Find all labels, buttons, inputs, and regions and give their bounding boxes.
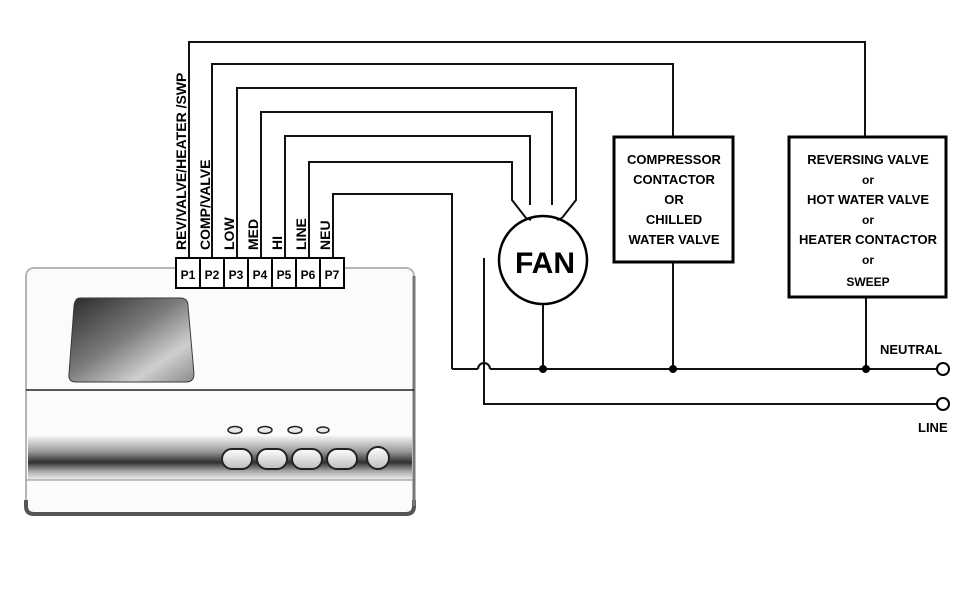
- lcd-screen: [68, 297, 195, 383]
- indicator-led: [227, 425, 243, 435]
- line-bus: [483, 258, 936, 405]
- compressor-line-4: CHILLED: [646, 212, 702, 227]
- junction-dot: [862, 365, 870, 373]
- wire-p6-line: [308, 161, 527, 258]
- line-label: LINE: [918, 420, 948, 435]
- indicator-led: [316, 426, 330, 434]
- terminal-labels: REV/VALVE/HEATER /SWP COMP/VALVE LOW MED…: [173, 73, 333, 250]
- reversing-box-frame: [787, 135, 948, 299]
- power-button: [366, 446, 390, 470]
- control-button: [221, 448, 253, 470]
- compressor-line-2: CONTACTOR: [633, 172, 715, 187]
- label-rev-valve-heater-swp: REV/VALVE/HEATER /SWP: [173, 73, 189, 250]
- fan-label: FAN: [515, 247, 575, 280]
- terminal-p1: P1: [181, 268, 196, 282]
- reversing-valve-box: REVERSING VALVE or HOT WATER VALVE or HE…: [787, 135, 948, 299]
- line-terminal: [936, 397, 950, 411]
- wire-p5-fan-hi: [284, 135, 531, 258]
- compressor-line-3: OR: [664, 192, 684, 207]
- junction-dot: [539, 365, 547, 373]
- terminal-p7: P7: [325, 268, 340, 282]
- control-buttons: [221, 446, 390, 470]
- neutral-terminal: [936, 362, 950, 376]
- label-neu: NEU: [317, 220, 333, 250]
- junction-dot: [669, 365, 677, 373]
- label-low: LOW: [221, 217, 237, 250]
- reversing-line-2: or: [862, 173, 874, 187]
- thermostat-case-shadow: [24, 500, 416, 516]
- reversing-line-5: HEATER CONTACTOR: [799, 232, 938, 247]
- indicator-led: [257, 425, 273, 435]
- fan-circle: [497, 214, 589, 306]
- wire-p7-neutral: [332, 193, 453, 369]
- control-button: [256, 448, 288, 470]
- compressor-box: COMPRESSOR CONTACTOR OR CHILLED WATER VA…: [612, 135, 735, 264]
- reversing-line-7: SWEEP: [846, 275, 889, 289]
- neutral-label: NEUTRAL: [880, 342, 942, 357]
- wire-p1-reversing: [188, 41, 866, 258]
- terminal-p5: P5: [277, 268, 292, 282]
- reversing-line-3: HOT WATER VALVE: [807, 192, 929, 207]
- label-comp-valve: COMP/VALVE: [197, 160, 213, 251]
- label-line: LINE: [293, 218, 309, 250]
- reversing-line-1: REVERSING VALVE: [807, 152, 929, 167]
- wire-p4-fan-med: [260, 111, 553, 258]
- fan-motor: FAN: [497, 214, 589, 306]
- terminal-p3: P3: [229, 268, 244, 282]
- compressor-box-frame: [612, 135, 735, 264]
- label-hi: HI: [269, 236, 285, 250]
- compressor-line-5: WATER VALVE: [629, 232, 720, 247]
- control-button: [326, 448, 358, 470]
- indicator-led: [287, 425, 303, 435]
- control-button: [291, 448, 323, 470]
- reversing-line-6: or: [862, 253, 874, 267]
- wire-p3-fan-low: [236, 87, 577, 258]
- wire-p2-compressor: [211, 63, 674, 258]
- indicator-leds: [227, 425, 330, 435]
- supply-terminals: NEUTRAL LINE: [880, 342, 950, 435]
- thermostat-unit: [24, 267, 416, 516]
- label-med: MED: [245, 219, 261, 250]
- wires: [188, 41, 936, 405]
- terminal-block: P1 P2 P3 P4 P5 P6 P7: [175, 257, 345, 289]
- compressor-line-1: COMPRESSOR: [627, 152, 722, 167]
- terminal-p4: P4: [253, 268, 268, 282]
- terminal-strip: [175, 257, 345, 289]
- terminal-p2: P2: [205, 268, 220, 282]
- reversing-line-4: or: [862, 213, 874, 227]
- terminal-p6: P6: [301, 268, 316, 282]
